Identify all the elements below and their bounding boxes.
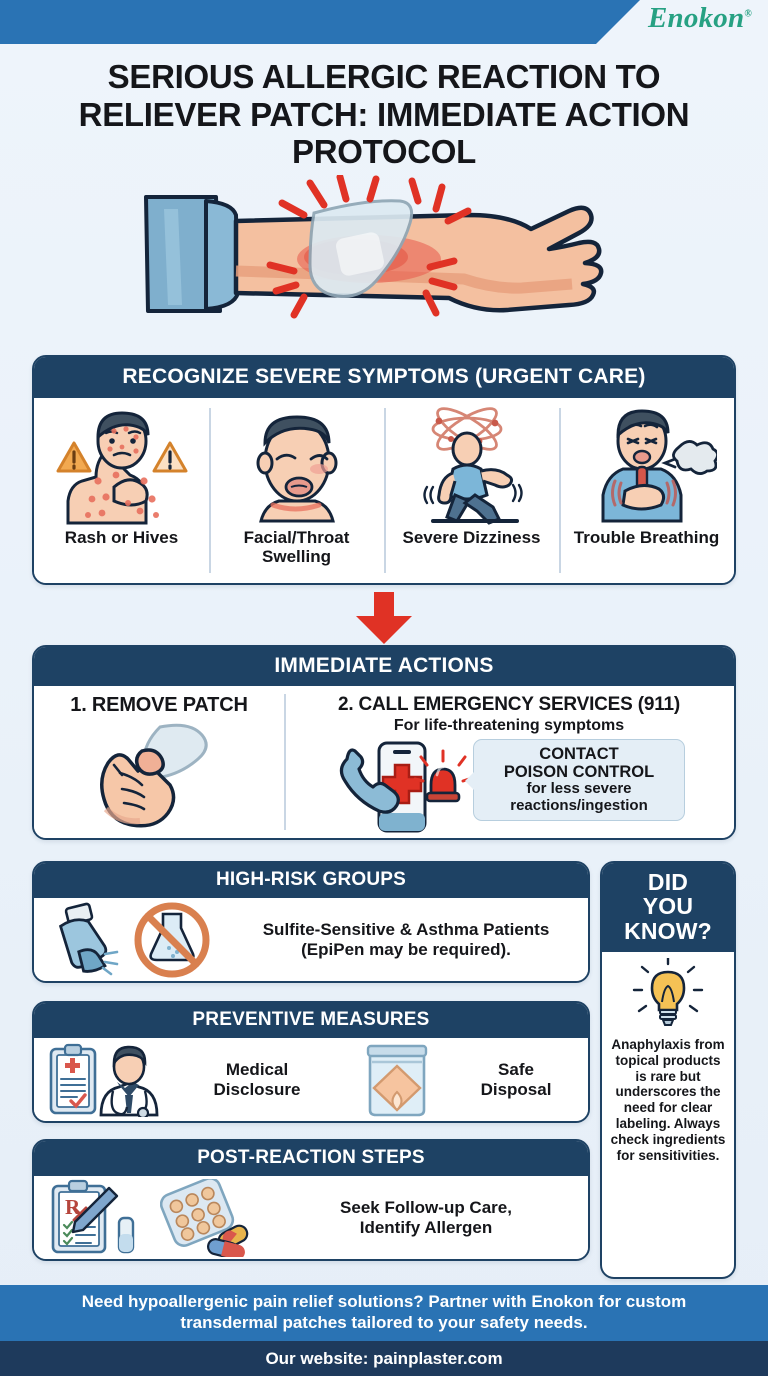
step1-title: 1. REMOVE PATCH — [70, 694, 248, 716]
callout-line2: POISON CONTROL — [503, 763, 655, 782]
symptom-item-swelling: Facial/Throat Swelling — [209, 398, 384, 583]
high-risk-text: Sulfite-Sensitive & Asthma Patients (Epi… — [232, 920, 580, 959]
callout-line3: for less severe — [526, 780, 632, 798]
dizziness-icon — [409, 406, 535, 526]
forearm-with-patch-icon — [144, 174, 604, 319]
did-you-know-text: Anaphylaxis from topical products is rar… — [610, 1037, 726, 1163]
dyk-heading-line2: YOU — [642, 893, 694, 920]
brand-name: Enokon — [648, 2, 745, 34]
did-you-know-body: Anaphylaxis from topical products is rar… — [602, 952, 734, 1170]
action-step-1: 1. REMOVE PATCH — [34, 686, 284, 838]
prescription-and-pills-icon: R — [42, 1178, 152, 1258]
post-reaction-text: Seek Follow-up Care, Identify Allergen — [272, 1198, 580, 1237]
lightbulb-icon — [632, 956, 704, 1027]
preventive-card: PREVENTIVE MEASURES — [32, 1001, 590, 1123]
step1-art — [40, 721, 278, 829]
symptom-label: Severe Dizziness — [402, 528, 541, 547]
high-risk-line2: (EpiPen may be required). — [301, 939, 511, 959]
symptoms-heading: RECOGNIZE SEVERE SYMPTOMS (URGENT CARE) — [34, 357, 734, 398]
callout-line1: CONTACT — [539, 745, 619, 763]
preventive-body: Medical Disclosure Safe Disposal — [34, 1038, 588, 1121]
symptom-label: Rash or Hives — [64, 528, 179, 547]
preventive-label-2: Safe Disposal — [452, 1060, 580, 1099]
breathing-difficulty-icon — [577, 406, 717, 526]
footer-website-band: Our website: painplaster.com — [0, 1341, 768, 1376]
emergency-phone-icon — [339, 741, 469, 833]
preventive-label1-line2: Disclosure — [213, 1079, 301, 1099]
down-arrow-icon — [353, 592, 415, 649]
high-risk-line1: Sulfite-Sensitive & Asthma Patients — [262, 919, 550, 939]
preventive-label2-line2: Disposal — [480, 1079, 552, 1099]
rash-hives-icon — [52, 406, 192, 526]
hero-illustration — [0, 174, 768, 335]
dyk-heading-line1: DID — [647, 869, 689, 895]
symptom-label: Trouble Breathing — [573, 528, 720, 547]
post-line1: Seek Follow-up Care, — [340, 1197, 512, 1217]
symptoms-card: RECOGNIZE SEVERE SYMPTOMS (URGENT CARE) — [32, 355, 736, 585]
pill-blister-icon — [152, 1178, 272, 1257]
preventive-label-1: Medical Disclosure — [172, 1060, 342, 1099]
symptom-item-breathing: Trouble Breathing — [559, 398, 734, 583]
dyk-heading-line3: KNOW? — [624, 917, 712, 944]
trademark-symbol: ® — [744, 8, 752, 20]
symptom-item-dizziness: Severe Dizziness — [384, 398, 559, 583]
high-risk-body: Sulfite-Sensitive & Asthma Patients (Epi… — [34, 898, 588, 981]
banner-blue-shape — [0, 0, 640, 44]
action-step-2: 2. CALL EMERGENCY SERVICES (911) For lif… — [284, 686, 734, 838]
hand-removing-patch-icon — [100, 723, 208, 828]
footer-cta-band: Need hypoallergenic pain relief solution… — [0, 1285, 768, 1341]
patch-disposal-bag-icon — [342, 1042, 452, 1118]
preventive-label2-line1: Safe — [498, 1059, 534, 1079]
step2-art-row: CONTACT POISON CONTROL for less severe r… — [292, 739, 726, 835]
actions-row: 1. REMOVE PATCH — [34, 686, 734, 838]
post-line2: Identify Allergen — [359, 1217, 493, 1237]
did-you-know-heading: DID YOU KNOW? — [602, 863, 734, 953]
clipboard-doctor-icon — [42, 1043, 172, 1117]
preventive-heading: PREVENTIVE MEASURES — [34, 1003, 588, 1038]
step2-title: 2. CALL EMERGENCY SERVICES (911) — [337, 694, 681, 715]
inhaler-and-no-chemicals-icon — [42, 902, 232, 978]
actions-heading: IMMEDIATE ACTIONS — [34, 647, 734, 686]
footer-cta-text: Need hypoallergenic pain relief solution… — [81, 1292, 687, 1332]
step2-subtitle: For life-threatening symptoms — [393, 717, 625, 734]
top-banner: Enokon® — [0, 0, 768, 44]
high-risk-heading: HIGH-RISK GROUPS — [34, 863, 588, 898]
brand-logo: Enokon® — [648, 2, 752, 35]
page-title: SERIOUS ALLERGIC REACTION TO RELIEVER PA… — [78, 58, 690, 171]
footer-website-text: Our website: painplaster.com — [265, 1348, 503, 1368]
did-you-know-card: DID YOU KNOW? Anap — [600, 861, 736, 1279]
preventive-label1-line1: Medical — [225, 1059, 289, 1079]
post-reaction-heading: POST-REACTION STEPS — [34, 1141, 588, 1176]
callout-line4: reactions/ingestion — [510, 796, 648, 814]
post-reaction-card: POST-REACTION STEPS R — [32, 1139, 590, 1261]
immediate-actions-card: IMMEDIATE ACTIONS 1. REMOVE PATCH — [32, 645, 736, 840]
facial-swelling-icon — [237, 406, 357, 526]
symptom-label: Facial/Throat Swelling — [243, 528, 350, 567]
poison-control-callout: CONTACT POISON CONTROL for less severe r… — [465, 739, 685, 822]
high-risk-card: HIGH-RISK GROUPS Sulfite- — [32, 861, 590, 983]
symptoms-row: Rash or Hives — [34, 398, 734, 583]
symptom-item-rash: Rash or Hives — [34, 398, 209, 583]
post-reaction-body: R — [34, 1176, 588, 1259]
